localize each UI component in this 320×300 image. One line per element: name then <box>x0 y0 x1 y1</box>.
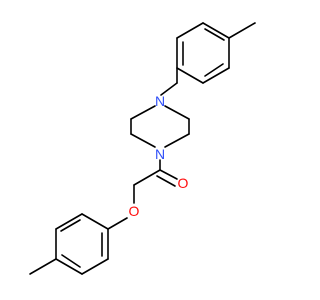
bond <box>107 217 128 230</box>
bond-lines <box>29 22 256 275</box>
atom-labels: N N O O <box>129 93 189 219</box>
bond <box>228 22 256 39</box>
bond <box>130 105 156 120</box>
oxygen-atom-label: O <box>178 175 189 191</box>
bond-double-inner <box>204 28 225 41</box>
bond-double <box>156 175 176 187</box>
nitrogen-atom-label: N <box>155 93 165 109</box>
bond <box>81 213 109 230</box>
bond-double-inner <box>60 219 81 232</box>
bond <box>55 258 83 275</box>
nitrogen-atom-label: N <box>155 146 165 162</box>
bond <box>176 22 204 39</box>
bond <box>176 67 204 84</box>
molecule-structure-diagram: N N O O <box>29 22 256 275</box>
bond <box>133 169 161 186</box>
bond <box>81 258 109 275</box>
bond <box>160 82 178 96</box>
bond-double-inner <box>61 254 81 268</box>
oxygen-atom-label: O <box>129 203 140 219</box>
bond <box>159 169 178 180</box>
bond-double-inner <box>204 63 224 77</box>
bond <box>29 258 57 275</box>
bond <box>55 213 83 230</box>
bond <box>164 105 190 120</box>
bond <box>202 67 230 84</box>
bond <box>202 22 230 39</box>
bond <box>130 133 156 148</box>
bond <box>164 133 190 148</box>
